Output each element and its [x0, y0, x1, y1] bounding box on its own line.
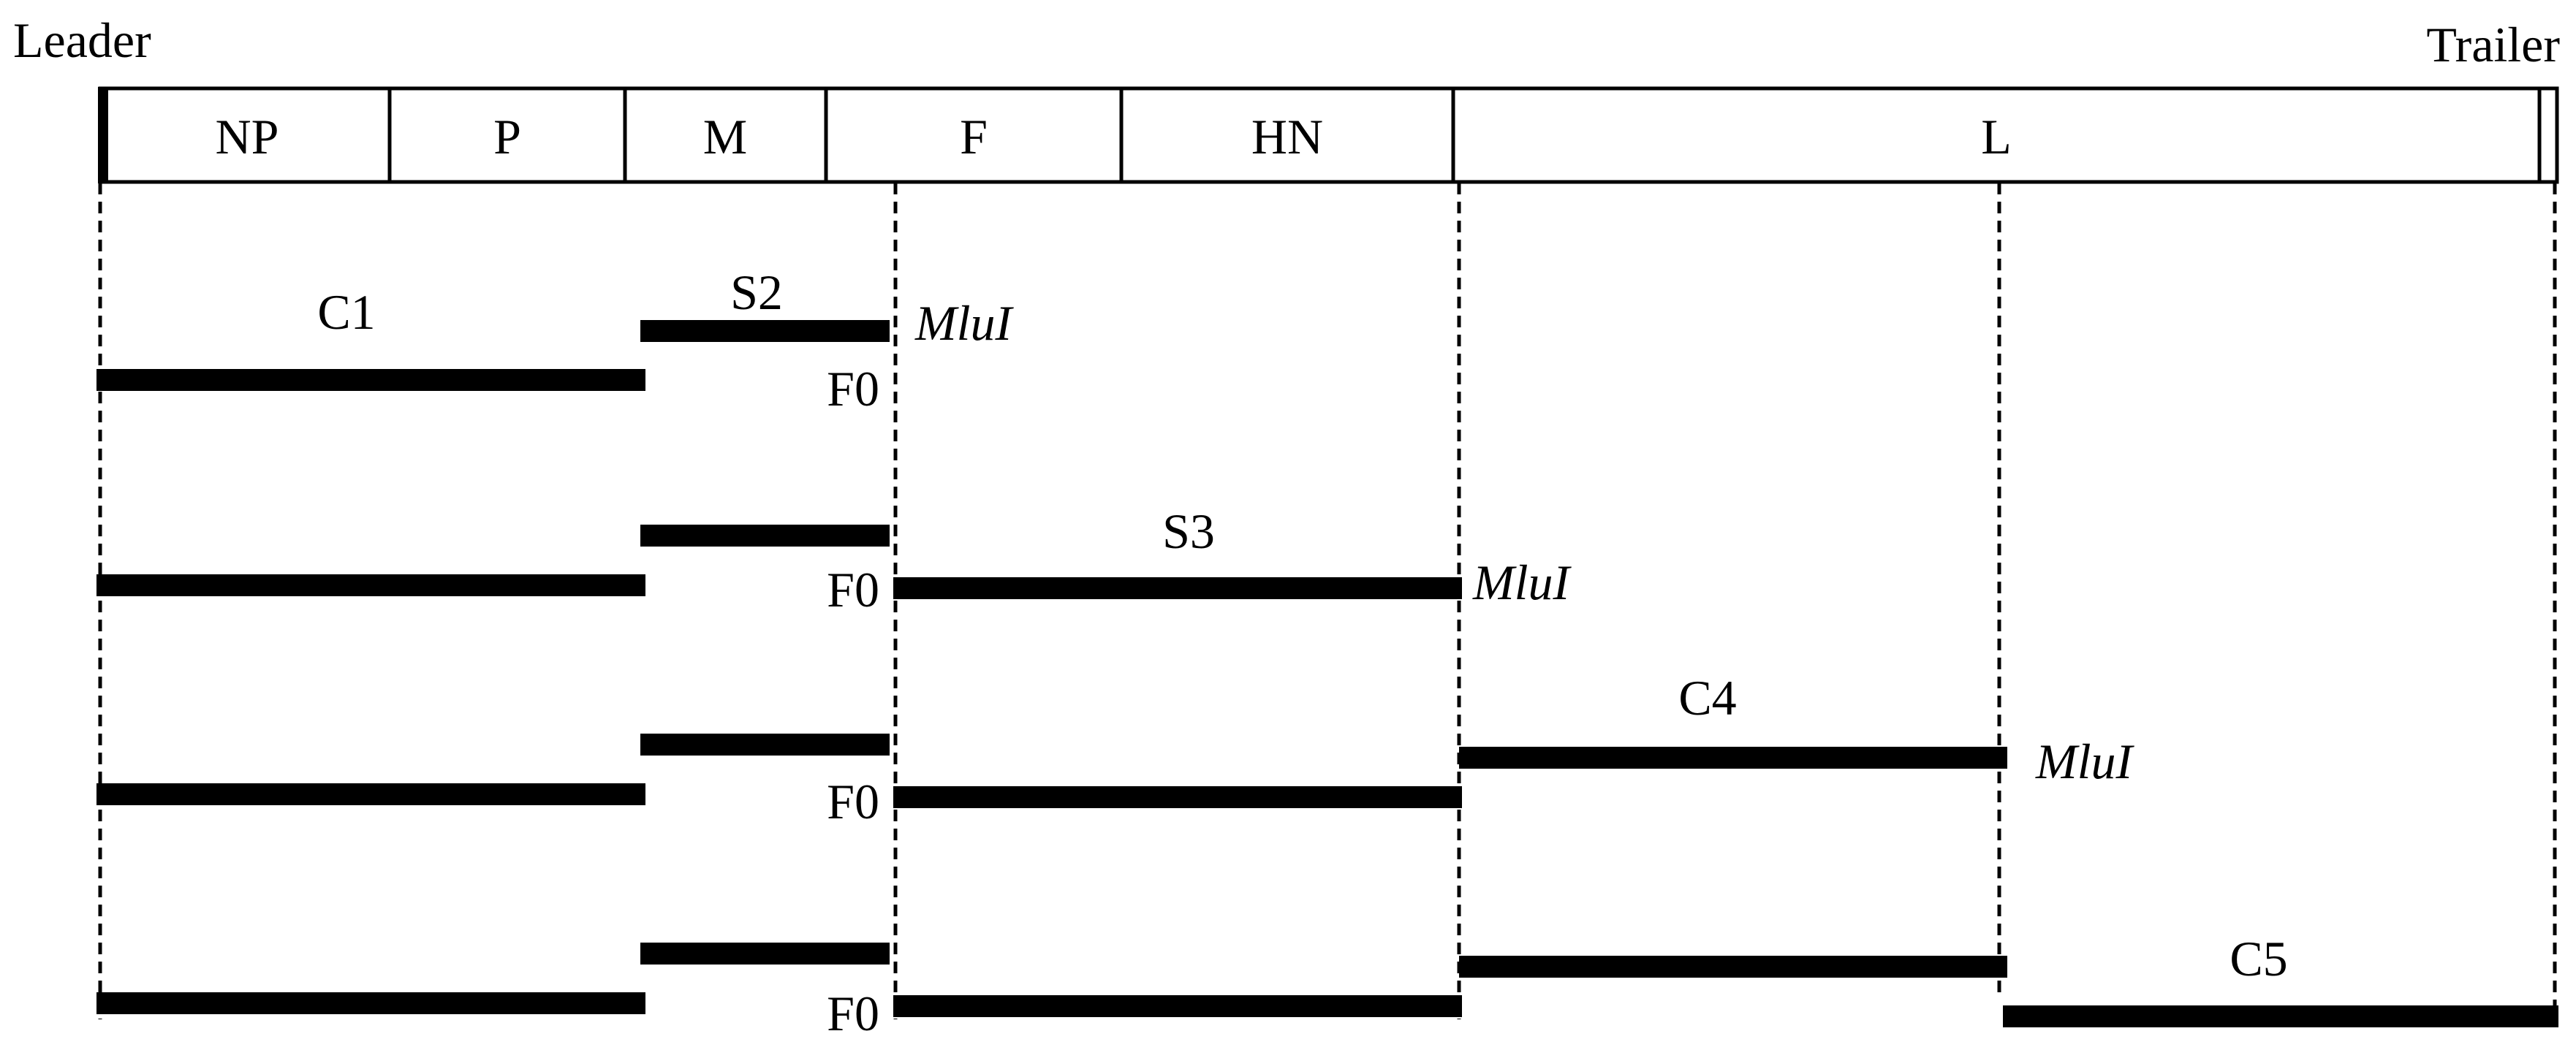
fragment-bars [96, 320, 2558, 1027]
fragment-bar-c4-row3 [1459, 747, 2007, 769]
fragment-bar-s3-row3 [893, 786, 1462, 808]
fragment-bar-c5-row4 [2003, 1005, 2558, 1027]
fragment-c4-label: C4 [1678, 670, 1736, 726]
f0-label-row4: F0 [827, 986, 879, 1041]
fragment-bar-s3-row2 [893, 577, 1462, 599]
trailer-label: Trailer [2426, 17, 2560, 72]
fragment-s2-label: S2 [730, 265, 783, 320]
fragment-bar-s2-row2 [640, 525, 890, 547]
gene-f-label: F [960, 109, 988, 164]
gene-hn-label: HN [1251, 109, 1323, 164]
fragment-bar-c4-row4 [1459, 956, 2007, 978]
fragment-bar-s2-row1 [640, 320, 890, 342]
genome-box [98, 86, 2559, 184]
fragment-bar-s3-row4 [893, 995, 1462, 1017]
fragment-bar-s2-row4 [640, 943, 890, 965]
leader-label: Leader [13, 12, 151, 68]
leader-end-cap [98, 87, 108, 183]
f0-label-row2: F0 [827, 562, 879, 617]
gene-np-label: NP [216, 109, 279, 164]
genome-map: NP P M F HN L [98, 86, 2559, 184]
mlui-site-label-1: MluI [914, 295, 1015, 351]
mlui-site-label-3: MluI [2035, 734, 2135, 789]
fragment-s3-label: S3 [1162, 503, 1215, 559]
gene-m-label: M [703, 109, 747, 164]
fragment-bar-c1-row3 [96, 783, 645, 805]
fragment-bar-c1-row2 [96, 574, 645, 596]
fragment-bar-c1-row1 [96, 369, 645, 391]
fragment-c5-label: C5 [2230, 931, 2287, 986]
fragment-c1-label: C1 [317, 284, 375, 340]
guide-lines [98, 183, 2557, 1019]
gene-p-label: P [493, 109, 521, 164]
mlui-site-label-2: MluI [1472, 555, 1572, 610]
f0-label-row1: F0 [827, 361, 879, 416]
fragment-bar-s2-row3 [640, 734, 890, 756]
gene-l-label: L [1981, 109, 2012, 164]
f0-label-row3: F0 [827, 774, 879, 829]
fragment-bar-c1-row4 [96, 992, 645, 1014]
